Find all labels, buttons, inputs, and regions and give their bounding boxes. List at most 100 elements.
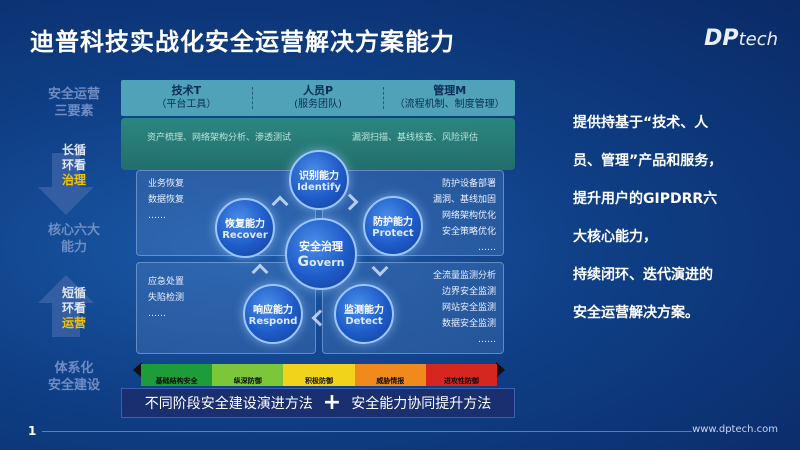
long-cycle-line2: 环看 [61,158,86,172]
list-item: …… [148,211,166,221]
systematic-line1: 体系化 [54,361,94,376]
long-cycle-label: 长循 环看 治理 [28,143,120,188]
protect-circle: 防护能力 Protect [363,196,423,256]
long-cycle-line3: 治理 [61,173,86,187]
elements-label: 安全运营 三要素 [28,86,120,120]
header-technology: 技术T （平台工具） [121,84,252,112]
list-item: 应急处置 [148,277,185,287]
scale-segment [283,364,355,376]
logo-main: DP [704,26,739,51]
summary-line: 员、管理”产品和服务， [573,153,723,169]
list-item: 网络架构优化 [441,211,496,221]
list-item: 安全策略优化 [441,227,496,237]
list-item: 数据安全监测 [441,319,496,329]
protect-en: Protect [372,228,414,239]
header-technology-sub: （平台工具） [156,99,217,110]
logo-sub: tech [738,29,778,50]
recover-circle: 恢复能力 Recover [215,198,275,258]
identify-en: Identify [297,182,341,193]
three-elements-bar: 技术T （平台工具） 人员P (服务团队) 管理M （流程机制、制度管理） [121,80,515,116]
method-evolution-text: 不同阶段安全建设演进方法 [144,396,313,412]
dptech-logo: DPtech [704,26,778,51]
plus-icon: + [322,390,342,415]
header-people: 人员P (服务团队) [253,84,384,112]
page-title: 迪普科技实战化安全运营解决方案能力 [30,28,455,56]
header-people-main: 人员P [302,84,334,97]
recover-list: 业务恢复 数据恢复 …… [148,176,184,224]
header-divider [383,87,385,109]
security-maturity-scale: 基础结构安全纵深防御积极防御威胁情报进攻性防御 [133,362,505,386]
scale-label: 进攻性防御 [425,376,498,386]
scale-bar [141,364,498,376]
core-capabilities-label: 核心六大 能力 [28,222,120,256]
systematic-label: 体系化 安全建设 [28,360,120,394]
respond-list: 应急处置 失陷检测 …… [148,274,184,322]
govern-en-rest: overn [309,256,345,269]
list-item: 数据恢复 [148,195,185,205]
recover-cn: 恢复能力 [225,219,265,230]
scale-label: 纵深防御 [212,376,284,386]
list-item: 全流量监测分析 [432,271,496,281]
core-label-line2: 能力 [60,240,87,255]
govern-cn: 安全治理 [299,240,343,253]
identify-circle: 识别能力 Identify [289,150,349,210]
summary-line: 持续闭环、迭代演进的 [573,267,713,283]
scale-segment [212,364,284,376]
scale-labels: 基础结构安全纵深防御积极防御威胁情报进攻性防御 [141,376,498,386]
short-cycle-line1: 短循 [61,286,86,300]
scale-segment [425,364,498,376]
summary-line: 提供持基于“技术、人 [573,115,709,131]
list-item: 业务恢复 [148,179,185,189]
header-management: 管理M （流程机制、制度管理） [384,84,515,112]
list-item: 防护设备部署 [441,179,496,189]
short-cycle-label: 短循 环看 运营 [28,286,120,331]
elements-label-line2: 三要素 [54,104,94,119]
header-people-sub: (服务团队) [294,99,342,110]
list-item: …… [478,243,496,253]
short-cycle-arrow-icon [38,275,94,337]
govern-circle: 安全治理 Govern [285,218,357,290]
summary-text: 提供持基于“技术、人 员、管理”产品和服务， 提升用户的GIPDRR六 大核心能… [573,104,783,332]
list-item: …… [478,335,496,345]
systematic-line2: 安全建设 [47,378,100,393]
scale-label: 基础结构安全 [141,376,213,386]
detect-list: 全流量监测分析 边界安全监测 网站安全监测 数据安全监测 …… [420,268,496,348]
scale-segment [141,364,213,376]
short-cycle-line2: 环看 [61,301,86,315]
methods-bar: 不同阶段安全建设演进方法 + 安全能力协同提升方法 [121,388,515,418]
scale-segment [354,364,426,376]
header-management-sub: （流程机制、制度管理） [394,99,505,110]
respond-cn: 响应能力 [253,305,293,316]
footer-url: www.dptech.com [692,424,778,435]
detect-circle: 监测能力 Detect [334,284,394,344]
header-management-main: 管理M [433,84,467,97]
list-item: …… [148,309,166,319]
list-item: 失陷检测 [148,293,185,303]
list-item: 漏洞、基线加固 [432,195,496,205]
respond-circle: 响应能力 Respond [243,284,303,344]
scale-arrows-icon [133,362,505,378]
govern-en-initial: G [297,254,310,270]
protect-cn: 防护能力 [373,217,413,228]
footer-divider [42,431,692,432]
govern-en: Govern [287,254,355,270]
detect-en: Detect [345,316,383,327]
elements-label-line1: 安全运营 [47,87,100,102]
summary-line: 大核心能力， [573,229,657,245]
identify-cn: 识别能力 [299,171,339,182]
summary-line: 提升用户的GIPDRR六 [573,191,718,207]
long-cycle-line1: 长循 [61,143,86,157]
page-number: 1 [28,424,37,438]
list-item: 边界安全监测 [441,287,496,297]
header-divider [251,87,253,109]
header-technology-main: 技术T [171,84,202,97]
identify-band-right-text: 漏洞扫描、基线核查、风险评估 [352,133,479,143]
method-collaboration-text: 安全能力协同提升方法 [351,396,492,412]
respond-en: Respond [248,316,298,327]
recover-en: Recover [222,230,268,241]
short-cycle-line3: 运营 [61,316,86,330]
list-item: 网站安全监测 [441,303,496,313]
scale-label: 威胁情报 [354,376,426,386]
identify-band-left-text: 资产梳理、网络架构分析、渗透测试 [147,133,292,143]
